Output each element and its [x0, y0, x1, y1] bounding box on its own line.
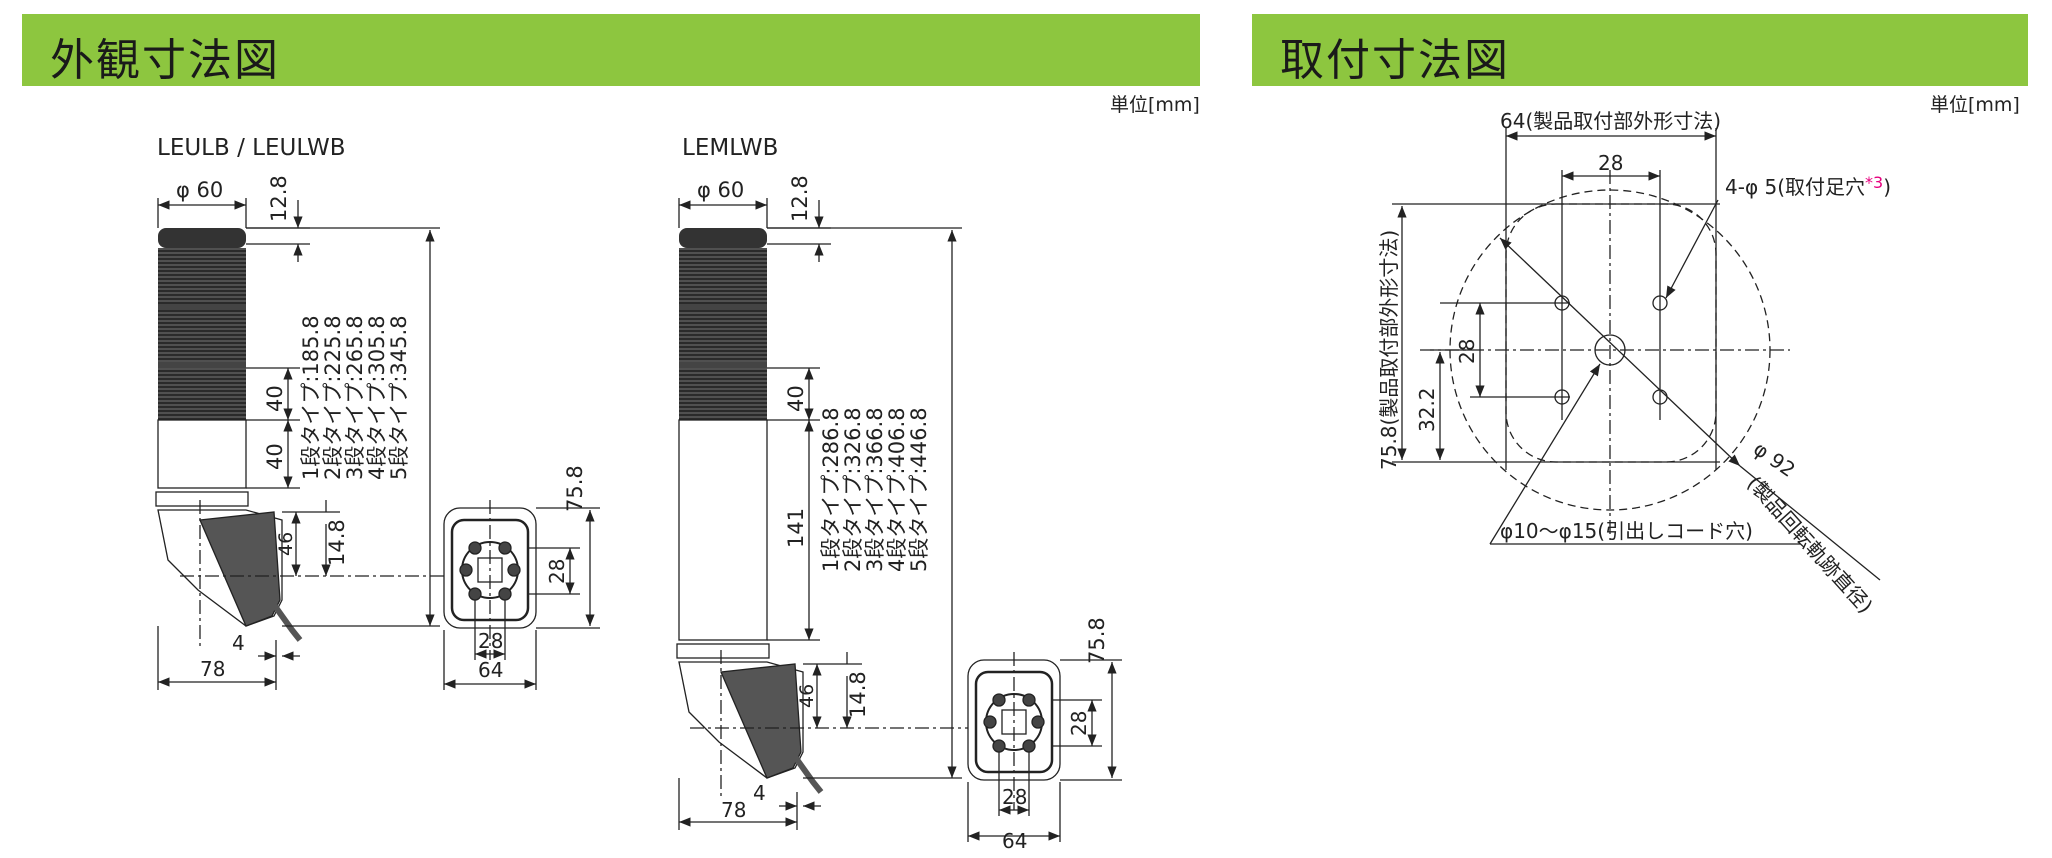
mount-holes-label: 4-φ 5(取付足穴*3) [1725, 173, 1891, 199]
model-a-b-64: 64 [478, 658, 503, 682]
model-a-d4: 4 [232, 631, 245, 655]
left-unit-label: 単位[mm] [1110, 94, 1200, 116]
model-b-drawing: LEMLWB φ 60 12.8 40 141 1段タイプ:286.8 2段タイ [676, 135, 1122, 853]
model-a-d14: 14.8 [325, 519, 349, 566]
mount-holes-text: 4-φ 5(取付足穴 [1725, 175, 1865, 199]
left-section-header: 外観寸法図 [22, 14, 1200, 86]
model-a-drawing: LEULB / LEULWB φ 60 12.8 4 [155, 135, 600, 690]
model-a-type-4: 4段タイプ:305.8 [365, 315, 389, 480]
model-b-type-3: 3段タイプ:366.8 [863, 407, 887, 572]
mount-h322: 32.2 [1415, 387, 1439, 432]
model-b-d46: 46 [796, 684, 818, 708]
model-a-tier1: 40 [263, 385, 287, 412]
model-b-b-64: 64 [1002, 829, 1027, 853]
mount-w28: 28 [1598, 151, 1623, 175]
model-a-name: LEULB / LEULWB [157, 135, 346, 161]
model-a-type-3: 3段タイプ:265.8 [343, 315, 367, 480]
model-b-top-dim: 12.8 [788, 175, 812, 222]
model-a-top-dim: 12.8 [267, 175, 291, 222]
model-a-b-28v: 28 [545, 559, 569, 584]
mount-cord: φ10～φ15(引出しコード穴) [1500, 519, 1753, 543]
mount-w64: 64(製品取付部外形寸法) [1500, 109, 1721, 133]
right-section-title: 取付寸法図 [1280, 35, 1510, 86]
model-b-d4: 4 [753, 781, 766, 805]
mount-h28: 28 [1455, 339, 1479, 364]
model-a-b-28h: 28 [478, 629, 503, 653]
right-section-header: 取付寸法図 [1252, 14, 2028, 86]
model-b-b-28v: 28 [1067, 711, 1091, 736]
mount-holes-note: *3 [1865, 173, 1883, 192]
model-a-type-1: 1段タイプ:185.8 [299, 315, 323, 480]
model-a-phi60: φ 60 [176, 178, 223, 202]
model-b-b-28h: 28 [1002, 785, 1027, 809]
model-b-type-1: 1段タイプ:286.8 [819, 407, 843, 572]
model-b-type-2: 2段タイプ:326.8 [841, 407, 865, 572]
model-b-type-5: 5段タイプ:446.8 [907, 407, 931, 572]
model-a-tier2: 40 [263, 443, 287, 470]
mount-drawing: 64(製品取付部外形寸法) 28 4-φ 5(取付足穴*3) φ 92 (製品回… [1377, 109, 1891, 618]
model-a-d46: 46 [275, 532, 297, 556]
model-b-name: LEMLWB [682, 135, 778, 161]
model-b-d14: 14.8 [846, 671, 870, 718]
model-b-tier1: 40 [784, 385, 808, 412]
model-b-type-4: 4段タイプ:406.8 [885, 407, 909, 572]
mount-holes-close: ) [1883, 175, 1891, 199]
model-a-d78: 78 [200, 657, 225, 681]
model-b-d141: 141 [784, 508, 808, 548]
model-a-b-h: 75.8 [563, 465, 587, 512]
model-b-d78: 78 [721, 798, 746, 822]
mount-h758: 75.8(製品取付部外形寸法) [1377, 230, 1401, 470]
model-a-type-2: 2段タイプ:225.8 [321, 315, 345, 480]
model-b-b-h: 75.8 [1085, 617, 1109, 664]
model-b-phi60: φ 60 [697, 178, 744, 202]
left-section-title: 外観寸法図 [50, 35, 280, 86]
model-a-type-5: 5段タイプ:345.8 [387, 315, 411, 480]
right-unit-label: 単位[mm] [1930, 94, 2020, 116]
